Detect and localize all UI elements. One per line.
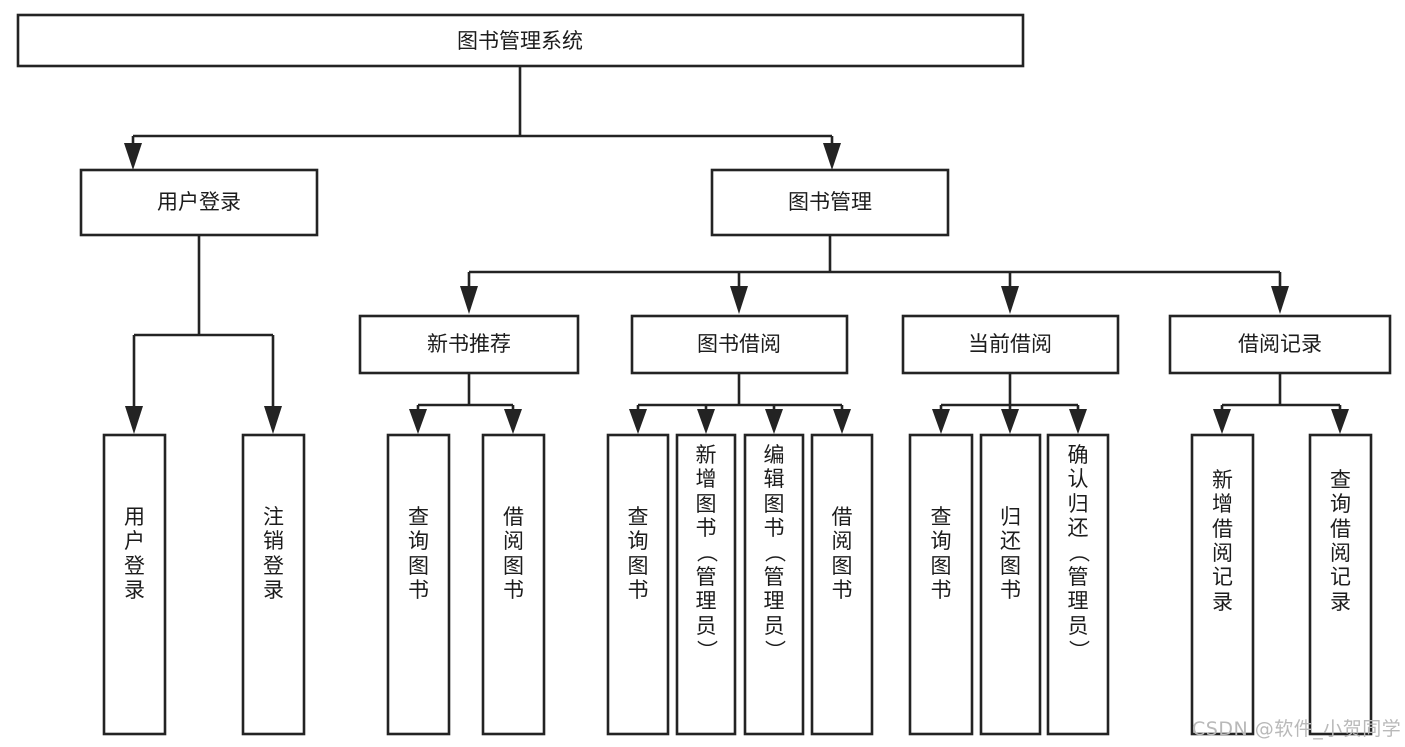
- node-borrow-record-box[interactable]: [1168, 314, 1392, 375]
- arrow-head-leaf-add-book: [697, 409, 715, 434]
- leaf-box-query-borrow-record[interactable]: [1308, 433, 1373, 736]
- leaf-box-confirm-return-admin[interactable]: [1046, 433, 1110, 736]
- arrow-head-leaf-edit-book: [765, 409, 783, 434]
- node-current-borrow-label: 当前借阅: [968, 332, 1052, 356]
- arrow-head-leaf-logout: [264, 406, 282, 434]
- leaf-box-borrow-book-borrow[interactable]: [810, 433, 874, 736]
- node-root-system[interactable]: 图书管理系统: [16, 13, 1025, 68]
- node-book-management-label: 图书管理: [788, 190, 872, 214]
- leaf-box-user-login[interactable]: [102, 433, 167, 736]
- arrow-head-leaf-add-record: [1213, 409, 1231, 434]
- edges-bookborrow-to-leaves: [629, 373, 851, 434]
- arrow-head-current-borrow: [1001, 286, 1019, 314]
- node-current-borrow[interactable]: 当前借阅: [901, 314, 1120, 375]
- node-current-borrow-box[interactable]: [901, 314, 1120, 375]
- leaf-box-add-borrow-record[interactable]: [1190, 433, 1255, 736]
- node-root-system-box[interactable]: [16, 13, 1025, 68]
- arrow-head-user-login: [124, 143, 142, 170]
- node-new-book-recommend[interactable]: 新书推荐: [358, 314, 580, 375]
- arrow-head-leaf-query-book-2: [629, 409, 647, 434]
- leaf-box-borrow-book-new[interactable]: [481, 433, 546, 736]
- leaf-box-logout[interactable]: [241, 433, 306, 736]
- csdn-watermark: CSDN @软件_小贺同学: [1192, 718, 1402, 740]
- leaf-box-add-book-admin[interactable]: [675, 433, 737, 736]
- edges-userlogin-to-leaves: [125, 236, 282, 434]
- node-new-book-recommend-label: 新书推荐: [427, 332, 511, 356]
- leaf-box-query-book-borrow[interactable]: [606, 433, 670, 736]
- arrow-head-leaf-query-record: [1331, 409, 1349, 434]
- arrow-head-leaf-borrow-book-1: [504, 409, 522, 434]
- arrow-head-book-borrow: [730, 286, 748, 314]
- arrow-head-leaf-confirm-return: [1069, 409, 1087, 434]
- node-book-borrow-label: 图书借阅: [697, 332, 781, 356]
- node-book-borrow-box[interactable]: [630, 314, 849, 375]
- node-user-login[interactable]: 用户登录: [79, 168, 319, 237]
- node-user-login-box[interactable]: [79, 168, 319, 237]
- node-book-management-box[interactable]: [710, 168, 950, 237]
- node-user-login-label: 用户登录: [157, 190, 241, 214]
- arrow-head-leaf-borrow-book-2: [833, 409, 851, 434]
- leaf-box-query-book-current[interactable]: [908, 433, 974, 736]
- arrow-head-new-book: [460, 286, 478, 314]
- node-new-book-recommend-box[interactable]: [358, 314, 580, 375]
- arrow-head-book-mgmt: [823, 143, 841, 170]
- edges-newbook-to-leaves: [409, 373, 522, 434]
- node-borrow-record[interactable]: 借阅记录: [1168, 314, 1392, 375]
- arrow-head-leaf-query-book-3: [932, 409, 950, 434]
- arrow-head-leaf-user-login: [125, 406, 143, 434]
- edges-root-to-level2: [124, 66, 841, 170]
- leaf-boxes: [102, 433, 1373, 736]
- edges-bookmgmt-to-level3: [460, 236, 1289, 314]
- node-borrow-record-label: 借阅记录: [1238, 332, 1322, 356]
- arrow-head-leaf-return-book: [1001, 409, 1019, 434]
- leaf-box-edit-book-admin[interactable]: [743, 433, 805, 736]
- node-root-system-label: 图书管理系统: [457, 29, 583, 53]
- arrow-head-leaf-query-book-1: [409, 409, 427, 434]
- edges-borrowrecord-to-leaves: [1213, 373, 1349, 434]
- leaf-box-query-book-new[interactable]: [386, 433, 451, 736]
- arrow-head-borrow-record: [1271, 286, 1289, 314]
- leaf-box-return-book[interactable]: [979, 433, 1042, 736]
- edges-currentborrow-to-leaves: [932, 373, 1087, 434]
- node-book-borrow[interactable]: 图书借阅: [630, 314, 849, 375]
- node-book-management[interactable]: 图书管理: [710, 168, 950, 237]
